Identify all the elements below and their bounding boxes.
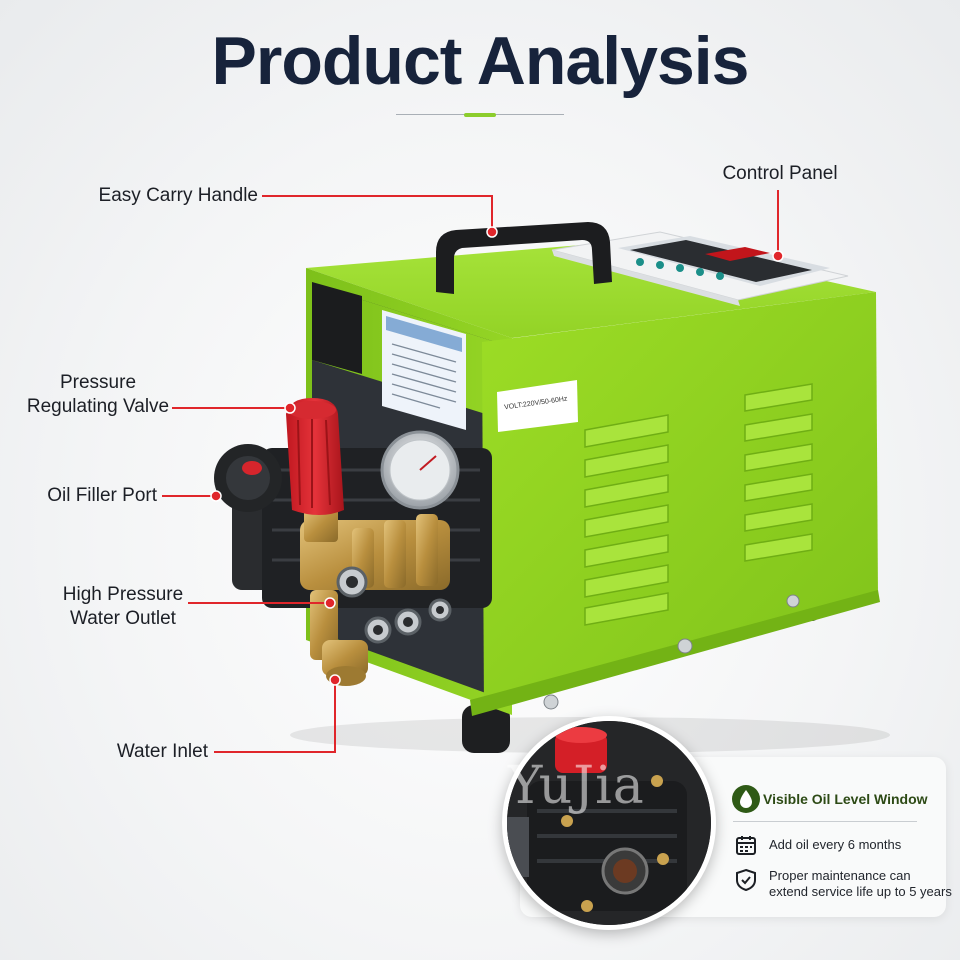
oil-window-closeup-image <box>502 716 716 930</box>
maintenance-text: Proper maintenance can extend service li… <box>769 868 952 900</box>
title-accent-bar <box>464 113 496 117</box>
label-high-pressure-outlet: High Pressure Water Outlet <box>50 583 196 631</box>
label-outlet-line2: Water Outlet <box>70 608 176 629</box>
label-pressure-valve: Pressure Regulating Valve <box>20 371 176 419</box>
drop-icon <box>731 785 760 813</box>
maintenance-line2: extend service life up to 5 years <box>769 884 952 899</box>
brand-watermark: YuJia <box>508 756 645 816</box>
inset-divider <box>733 821 917 822</box>
shield-check-icon <box>735 868 759 892</box>
label-oil-filler-port: Oil Filler Port <box>47 485 157 506</box>
label-easy-carry-handle: Easy Carry Handle <box>98 185 258 206</box>
oil-window-heading: Visible Oil Level Window <box>731 782 931 816</box>
maintenance-line1: Proper maintenance can <box>769 868 911 883</box>
add-oil-text: Add oil every 6 months <box>769 837 902 852</box>
label-control-panel: Control Panel <box>722 163 838 184</box>
oil-window-heading-text: Visible Oil Level Window <box>763 791 928 807</box>
label-outlet-line1: High Pressure <box>62 584 184 605</box>
label-water-inlet: Water Inlet <box>116 741 208 762</box>
page-title: Product Analysis <box>211 23 750 99</box>
label-pressure-valve-line2: Regulating Valve <box>26 396 170 417</box>
inset-row-add-oil: Add oil every 6 months <box>735 834 901 858</box>
label-pressure-valve-line1: Pressure <box>59 372 137 393</box>
calendar-icon <box>735 834 759 858</box>
inset-row-maintenance: Proper maintenance can extend service li… <box>735 868 952 900</box>
